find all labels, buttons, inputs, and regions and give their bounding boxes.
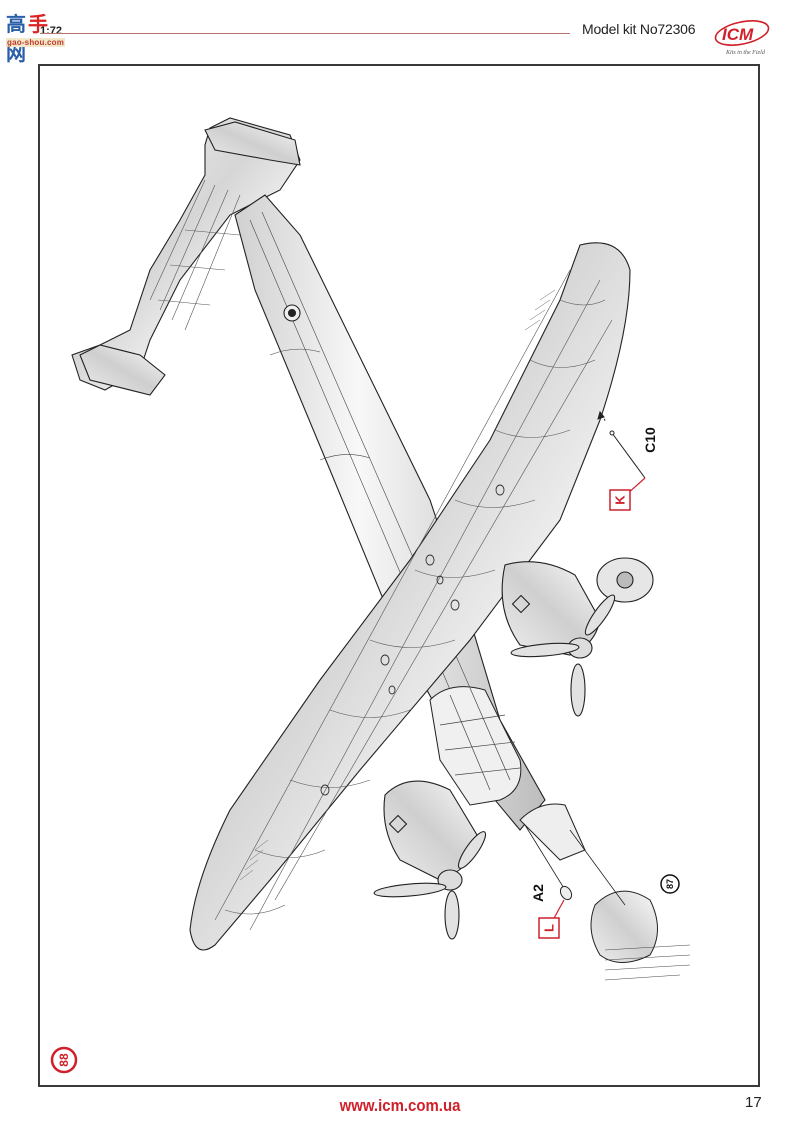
page-number: 17 (745, 1094, 762, 1111)
instruction-frame (38, 64, 760, 1087)
scale-label: 1:72 (40, 25, 63, 37)
svg-text:87: 87 (665, 879, 675, 889)
watermark-char-right: 网 (6, 41, 28, 65)
watermark-char-mid: 手 (28, 12, 50, 36)
kit-title: Model kit No72306 (582, 21, 696, 37)
svg-text:Kits in the Field: Kits in the Field (725, 50, 766, 56)
svg-text:88: 88 (57, 1053, 71, 1067)
marker-k: K (609, 477, 646, 511)
step-number-88: 88 (50, 1046, 78, 1074)
watermark-url: gao-shou.com (6, 38, 66, 47)
main-wing (189, 242, 631, 951)
svg-text:K: K (613, 495, 628, 505)
header-divider (40, 33, 570, 34)
cockpit-canopy (429, 686, 522, 806)
website-link[interactable]: www.icm.com.ua (339, 1096, 461, 1115)
fuselage (234, 194, 546, 831)
part-label-c10: C10 (642, 427, 658, 453)
part-c10 (597, 410, 646, 479)
svg-text:L: L (542, 924, 557, 932)
step-reference-87: 87 (660, 874, 680, 894)
tailplane (71, 117, 301, 396)
right-engine (501, 557, 654, 717)
watermark-logo: 高手网 1:72 gao-shou.com (6, 8, 68, 65)
part-label-a2: A2 (530, 884, 546, 902)
nose-assembly (519, 803, 691, 981)
icm-logo: ICM Kits in the Field (712, 16, 774, 58)
left-engine (373, 780, 487, 940)
part-a2 (559, 885, 573, 901)
watermark-char-left: 高 (6, 12, 28, 36)
icm-logo-icon: ICM Kits in the Field (714, 20, 770, 56)
marker-l: L (538, 899, 565, 939)
svg-text:ICM: ICM (722, 25, 754, 44)
watermark-logo-text: 高手网 (6, 8, 68, 66)
